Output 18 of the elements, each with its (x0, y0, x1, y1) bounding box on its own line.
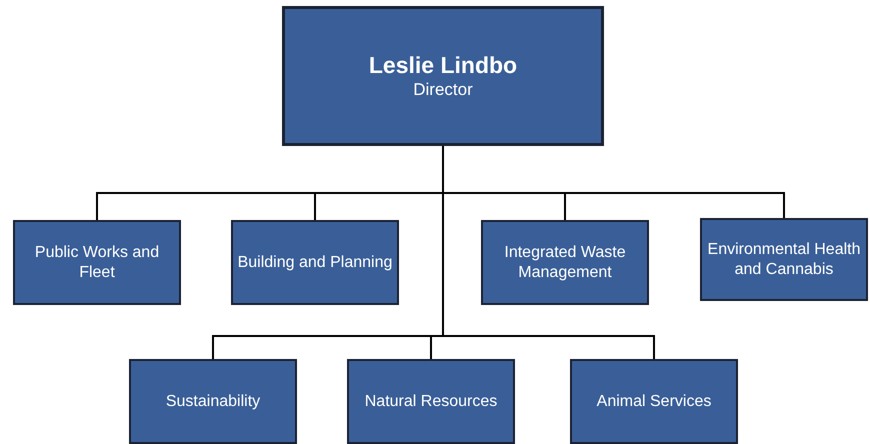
department-name: Public Works and Fleet (34, 243, 160, 282)
director-box (282, 6, 604, 146)
department-box (700, 218, 868, 301)
department-name: Building and Planning (238, 252, 392, 272)
department-box (481, 220, 649, 305)
department-name: Natural Resources (364, 392, 498, 412)
department-name: Environmental Health and Cannabis (706, 240, 862, 279)
department-box (347, 359, 515, 444)
department-box (231, 220, 399, 305)
department-box (129, 359, 297, 444)
department-box (570, 359, 738, 444)
person-name: Leslie Lindbo (368, 52, 518, 80)
department-name: Sustainability (166, 392, 260, 412)
department-box (13, 220, 181, 305)
job-title: Director (413, 80, 473, 100)
department-name: Animal Services (596, 392, 712, 412)
connector-line (442, 146, 655, 359)
department-name: Integrated Waste Management (503, 243, 627, 282)
